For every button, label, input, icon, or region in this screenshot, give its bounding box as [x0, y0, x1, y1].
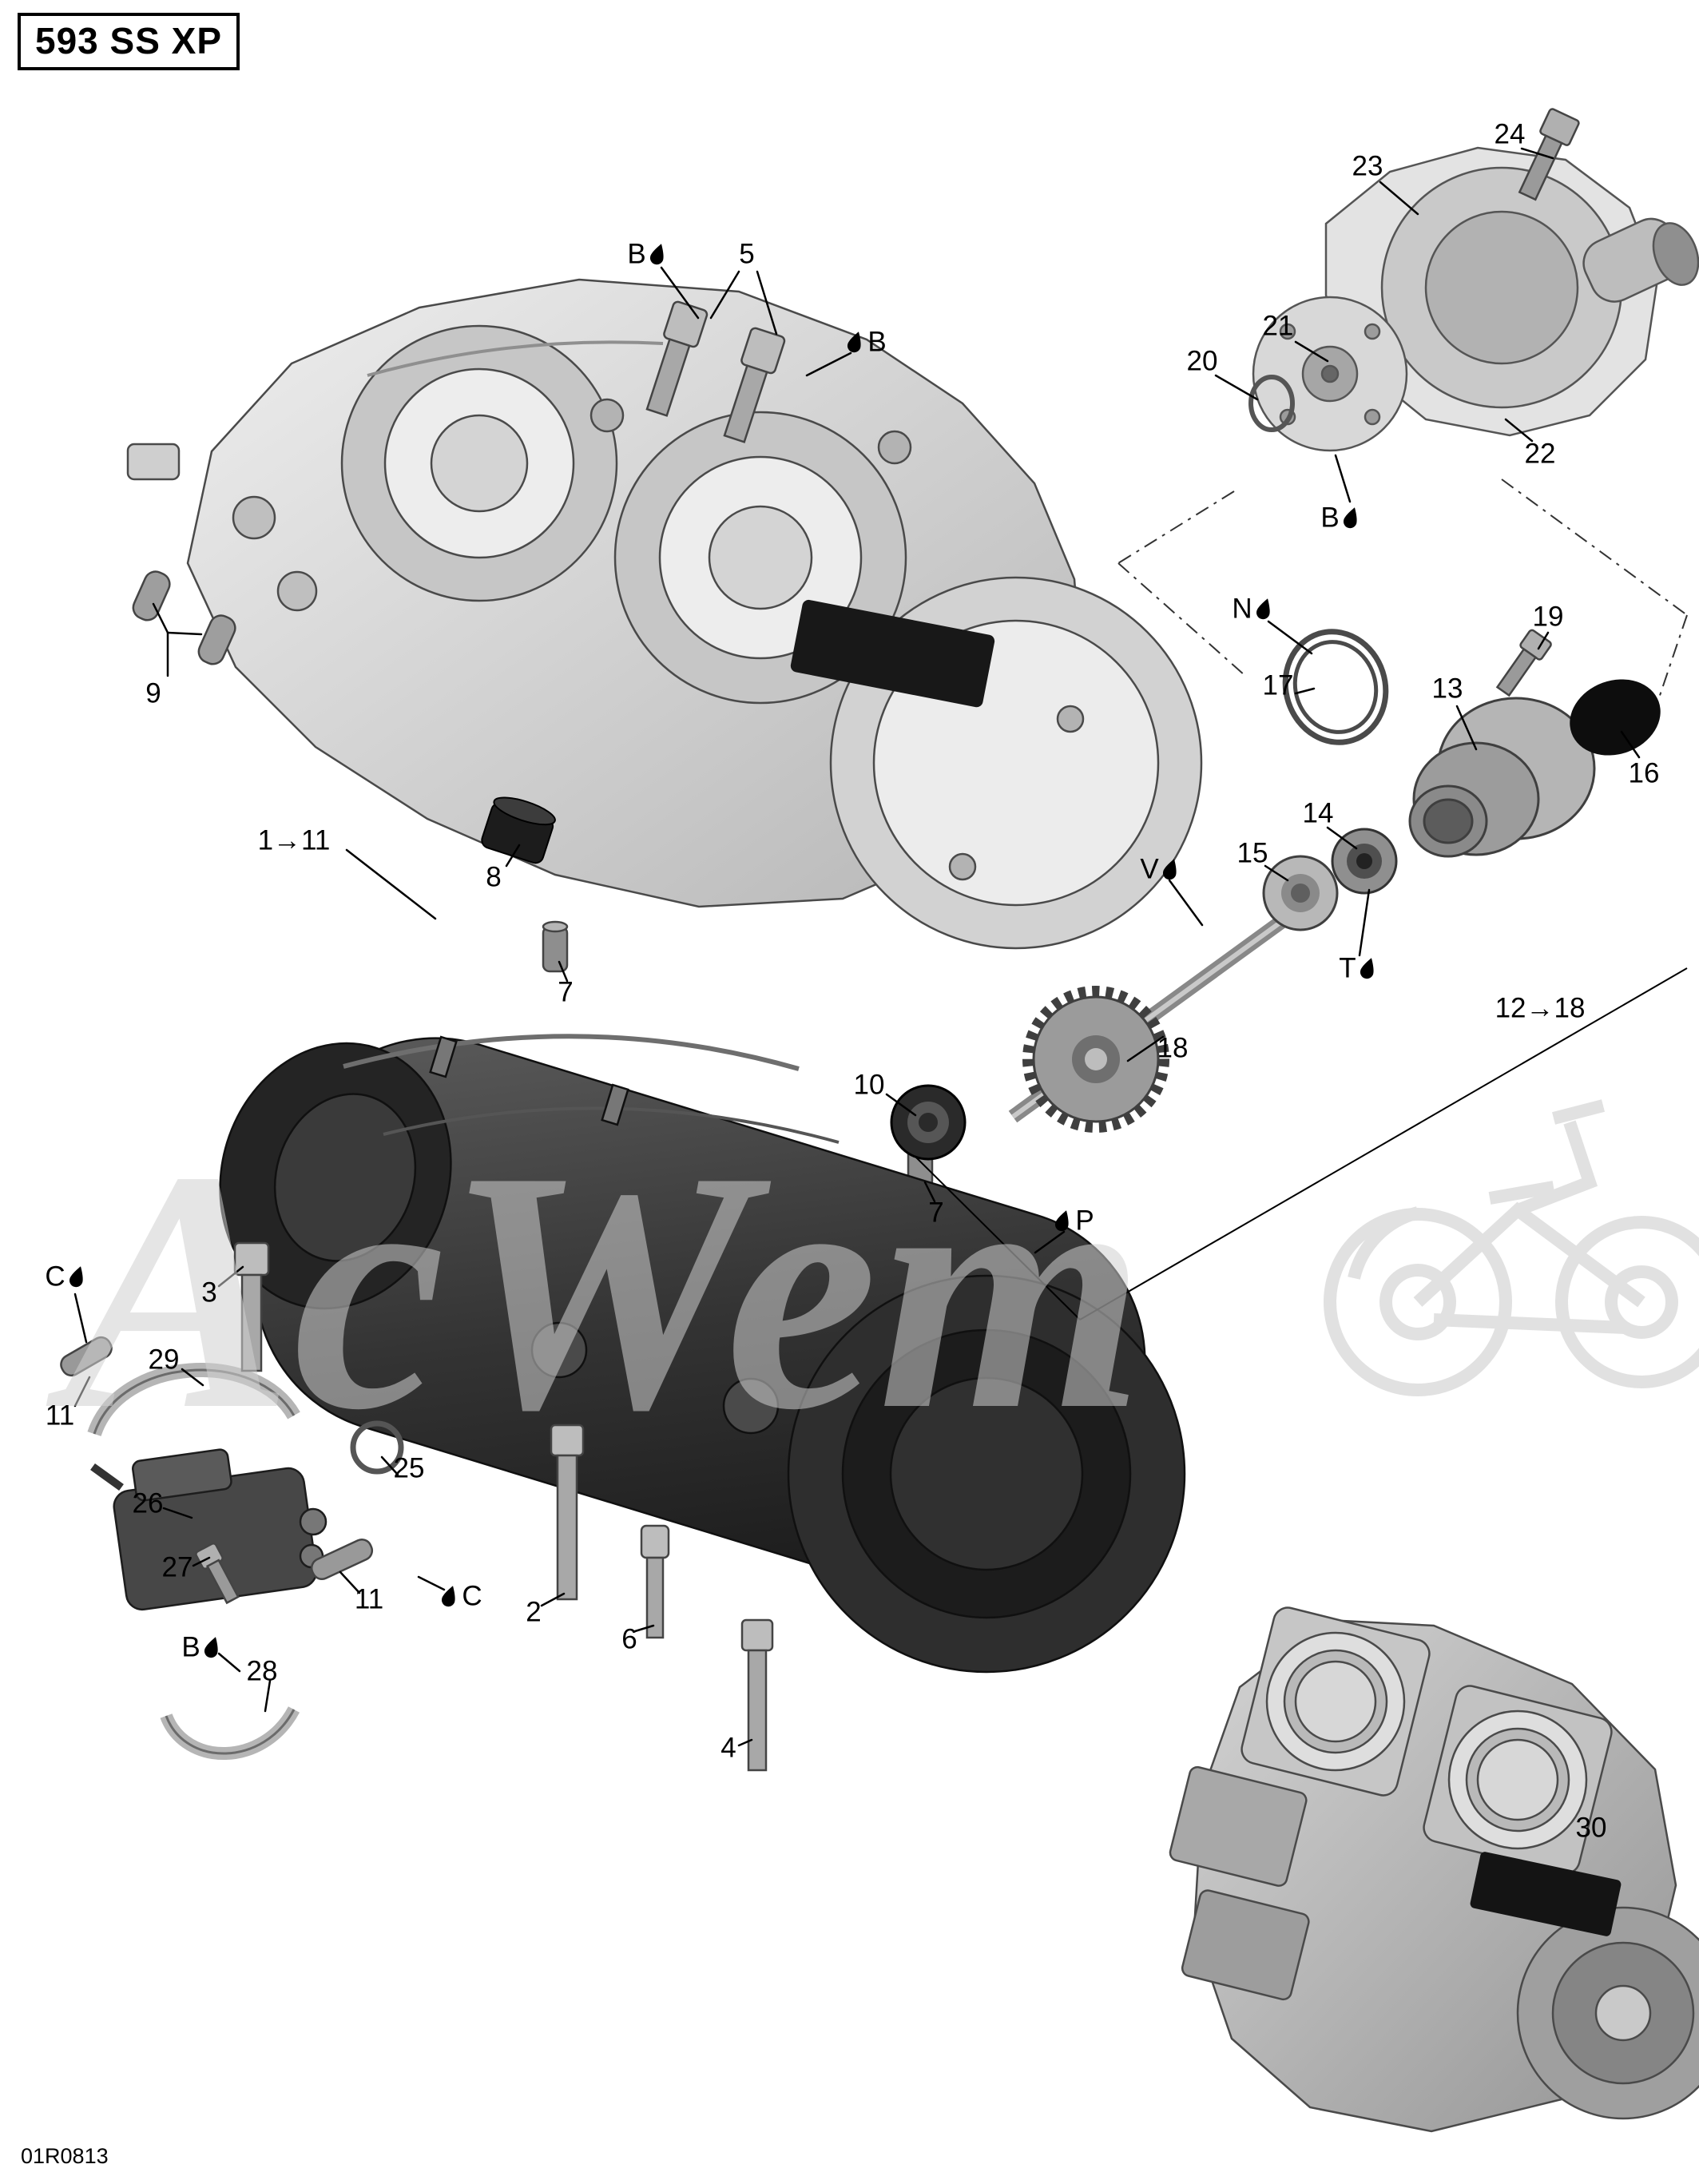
oil-droplet-icon: [1256, 598, 1273, 621]
callout-18: 18: [1157, 1032, 1189, 1064]
document-number: 01R0813: [21, 2144, 109, 2168]
callout-p: P: [1054, 1207, 1094, 1235]
callout-9: 9: [145, 677, 161, 709]
callout-b-upper: B: [627, 240, 666, 268]
callout-b-lower: B: [181, 1634, 220, 1662]
callout-7-lower: 7: [928, 1197, 944, 1229]
callout-17: 17: [1262, 669, 1294, 701]
callout-3: 3: [201, 1277, 217, 1308]
callout-7-upper: 7: [558, 976, 574, 1008]
callout-b-upper-right: B: [847, 328, 887, 356]
callout-5: 5: [739, 238, 755, 270]
callout-23: 23: [1352, 150, 1383, 182]
callout-c-lower: C: [441, 1582, 482, 1610]
oil-droplet-icon: [441, 1585, 458, 1608]
oil-pump-illustration: [60, 1336, 404, 1760]
callout-16: 16: [1628, 757, 1660, 789]
model-label: 593 SS XP: [18, 13, 240, 70]
callout-c-upper: C: [45, 1263, 85, 1291]
watermark-text: AcWem: [42, 1101, 1145, 1481]
callout-8: 8: [486, 861, 502, 893]
water-pump-illustration: [1248, 108, 1699, 452]
callout-24: 24: [1494, 118, 1526, 150]
upper-crankcase-illustration: [126, 278, 1203, 950]
oil-droplet-icon: [204, 1636, 221, 1659]
callout-27: 27: [161, 1551, 193, 1583]
oil-droplet-icon: [1344, 506, 1360, 530]
callout-26: 26: [132, 1487, 164, 1519]
callout-v: V: [1140, 856, 1179, 884]
callout-28: 28: [246, 1655, 278, 1687]
callout-12-18: 12→18: [1495, 992, 1586, 1024]
sleeve-7-upper: [542, 920, 569, 973]
callout-29: 29: [148, 1344, 180, 1376]
callout-11-lower: 11: [354, 1583, 384, 1615]
callout-2: 2: [526, 1596, 542, 1628]
bolt-5-pair: [645, 300, 786, 443]
cylinder-block-illustration: [1169, 1606, 1699, 2133]
callout-t: T: [1339, 955, 1376, 983]
watermark: AcWem: [42, 1099, 1699, 1481]
oil-droplet-icon: [69, 1265, 86, 1289]
mounting-bolts: [233, 1241, 774, 1772]
callout-19: 19: [1532, 601, 1564, 633]
leader-lines: [73, 147, 1641, 1747]
callout-b-pump: B: [1320, 504, 1360, 532]
callout-22: 22: [1524, 438, 1556, 470]
callout-30: 30: [1575, 1812, 1607, 1844]
dowel-pins-9: [132, 570, 236, 665]
callout-20: 20: [1186, 345, 1218, 377]
callout-6: 6: [621, 1623, 637, 1655]
callout-15: 15: [1237, 837, 1268, 869]
oil-droplet-icon: [1360, 957, 1377, 980]
pump-shaft-illustration: [890, 629, 1661, 1161]
watermark-motorcycle-icon: [1324, 1099, 1699, 1396]
callout-1-11: 1→11: [257, 824, 331, 856]
callout-n-seal: N: [1232, 595, 1272, 623]
callout-4: 4: [720, 1732, 736, 1764]
callout-10: 10: [853, 1069, 885, 1101]
oil-droplet-icon: [847, 331, 863, 354]
callout-25: 25: [393, 1452, 425, 1484]
callout-14: 14: [1302, 797, 1334, 829]
callout-11-left: 11: [45, 1400, 75, 1432]
seal-8: [481, 796, 556, 864]
range-bracket-12-18: [915, 967, 1688, 1320]
lower-crankcase-illustration: [219, 1034, 1186, 1674]
oil-droplet-icon: [1054, 1209, 1071, 1233]
callout-21: 21: [1262, 310, 1294, 342]
oil-droplet-icon: [650, 243, 667, 266]
oil-droplet-icon: [1163, 858, 1180, 881]
callout-13: 13: [1431, 673, 1463, 705]
